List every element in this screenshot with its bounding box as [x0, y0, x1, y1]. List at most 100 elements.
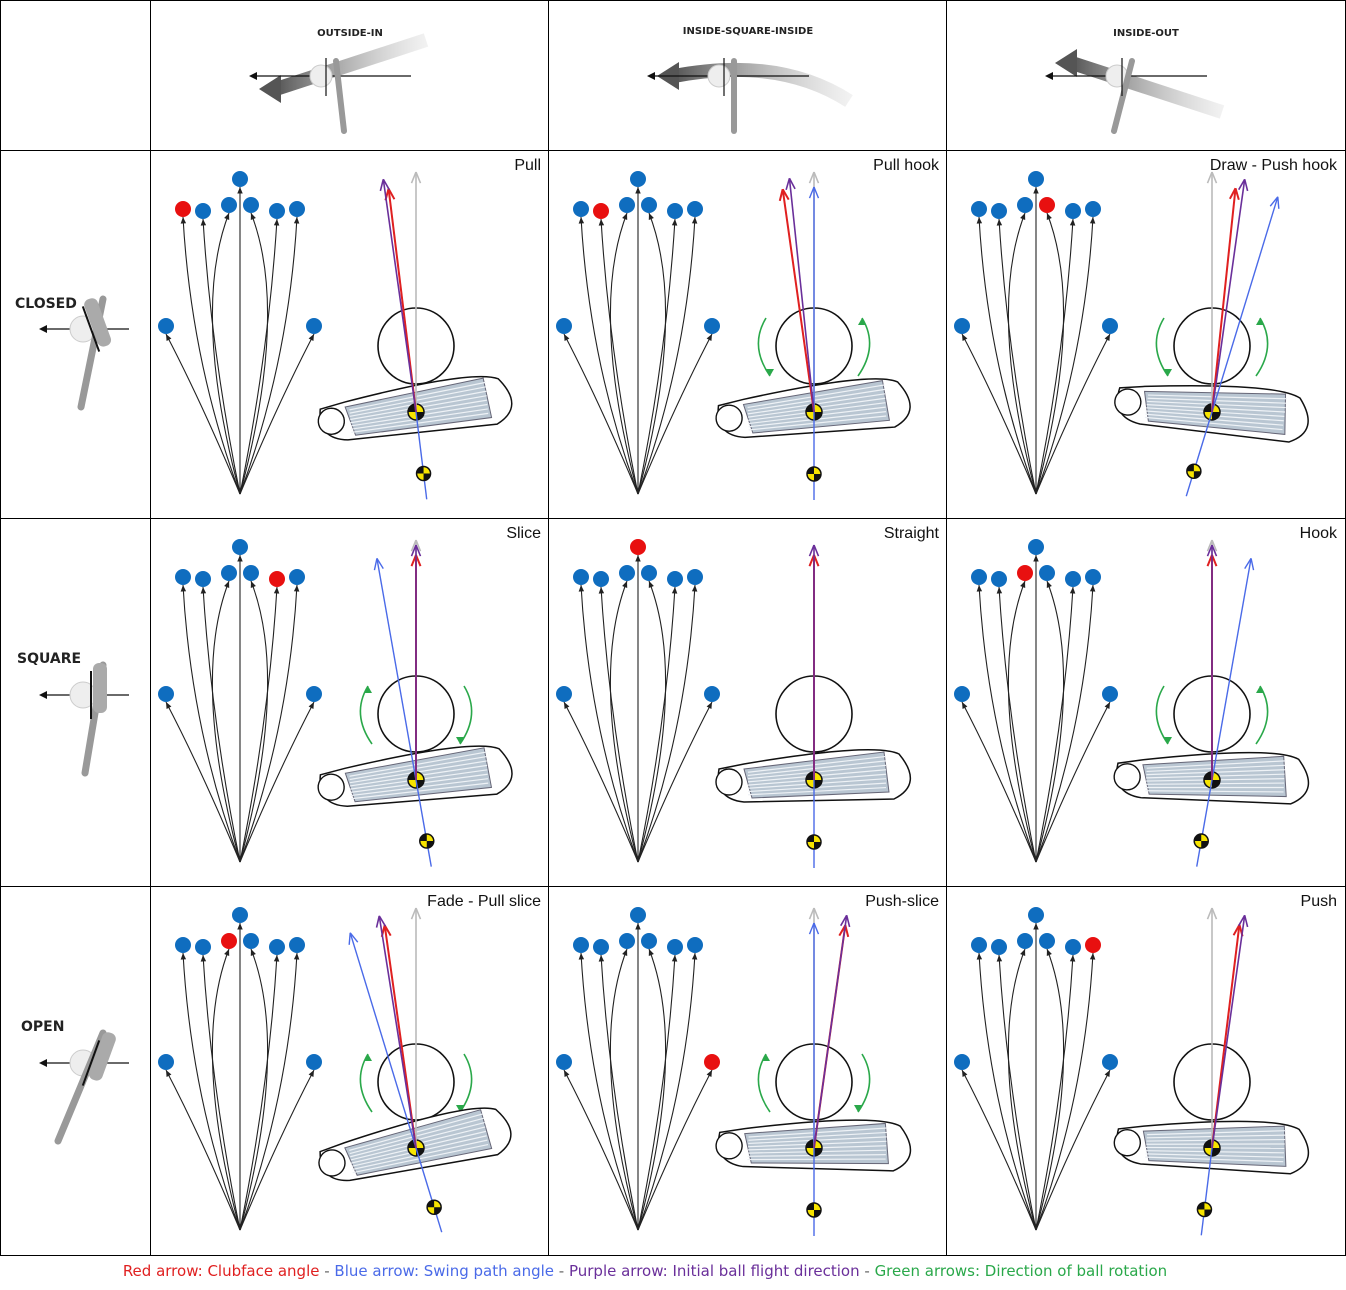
trajectory-arrowhead: [180, 585, 187, 592]
rotation-arrows: [359, 1053, 473, 1113]
trajectory-arrowhead: [250, 949, 256, 956]
trajectory-line: [961, 1069, 1037, 1231]
landing-ball: [991, 939, 1007, 955]
flight-arrow: [1211, 914, 1249, 1149]
landing-ball: [619, 933, 635, 949]
landing-ball: [1085, 569, 1101, 585]
club-hosel: [1113, 763, 1141, 791]
club-groove: [748, 1131, 887, 1141]
trajectory-line: [998, 218, 1037, 495]
face-line: [81, 1040, 101, 1086]
trajectory-arrowhead: [962, 702, 968, 709]
trajectory-arrowhead: [598, 219, 605, 226]
club-hosel: [715, 404, 743, 432]
shot-title: Fade - Pull slice: [427, 893, 541, 910]
trajectory-arrowhead: [691, 953, 698, 960]
landing-ball: [619, 565, 635, 581]
flight-arrow: [379, 178, 417, 413]
trajectory-arrowhead: [635, 187, 641, 194]
trajectory-line: [1035, 1069, 1111, 1231]
swing-path-icon: [249, 33, 429, 134]
landing-ball: [195, 939, 211, 955]
path-tail: [1185, 411, 1213, 497]
landing-ball: [158, 1054, 174, 1070]
landing-ball: [243, 933, 259, 949]
trajectory-line: [1035, 952, 1094, 1231]
shot-title: Push-slice: [865, 893, 939, 910]
trajectory-arrowhead: [976, 953, 983, 960]
trajectory-arrowhead: [237, 555, 243, 562]
rotation-arrow-right: [857, 317, 871, 377]
club-groove: [1145, 1156, 1284, 1163]
swing-path-icon: [1045, 49, 1225, 134]
landing-ball: [1102, 318, 1118, 334]
club-hosel: [1113, 1129, 1142, 1157]
trajectory-arrowhead: [308, 702, 314, 709]
trajectory-arrowhead: [996, 955, 1003, 962]
trajectory-arrowhead: [635, 555, 641, 562]
club-groove: [747, 786, 887, 796]
cell-draw-push-hook: Draw - Push hook: [946, 150, 1346, 520]
legend-rotation: Green arrows: Direction of ball rotation: [874, 1262, 1168, 1280]
trajectory-arrowhead: [1046, 949, 1052, 956]
landing-ball: [667, 203, 683, 219]
path-marker: [1186, 463, 1202, 480]
club-diagram: [318, 907, 512, 1233]
trajectory-arrowhead: [200, 955, 207, 962]
rotation-arrowhead: [1256, 686, 1264, 693]
rotation-arrows: [1155, 685, 1269, 745]
shot-title: Slice: [506, 525, 541, 542]
trajectory-line: [211, 212, 241, 495]
landing-ball: [306, 318, 322, 334]
legend-separator: -: [319, 1262, 335, 1280]
rotation-arrowhead: [364, 686, 372, 693]
trajectory-line: [239, 952, 298, 1231]
trajectory-line: [239, 584, 298, 863]
trajectory-arrowhead: [180, 953, 187, 960]
landing-ball: [1039, 933, 1055, 949]
landing-ball: [971, 569, 987, 585]
club-groove: [1148, 394, 1287, 400]
target-arrowhead: [647, 72, 655, 80]
landing-ball: [954, 318, 970, 334]
path-marker: [806, 834, 822, 850]
target-arrowhead: [1045, 72, 1053, 80]
swing-path-arrow: [1211, 196, 1280, 413]
clubface-arrow: [1211, 187, 1240, 413]
rotation-arrow-left: [757, 1053, 771, 1113]
club-groove: [748, 1127, 888, 1138]
shot-matrix: OUTSIDE-IN INSIDE-SQUARE-INSIDE INSIDE-O…: [0, 0, 1346, 1256]
shot-diagram: [954, 907, 1310, 1236]
trajectory-line: [1007, 948, 1037, 1231]
result-ball: [1085, 937, 1101, 953]
club-groove: [1145, 790, 1284, 793]
trajectory-arrowhead: [564, 1070, 570, 1077]
landing-ball: [243, 197, 259, 213]
club-groove: [352, 1143, 489, 1174]
landing-ball: [195, 203, 211, 219]
trajectory-arrowhead: [224, 949, 230, 956]
clubface-arrow: [778, 188, 815, 413]
landing-ball: [641, 933, 657, 949]
trajectory-line: [637, 218, 676, 495]
path-marker: [419, 833, 435, 849]
header-title: INSIDE-SQUARE-INSIDE: [682, 26, 814, 37]
trajectory-arrowhead: [598, 955, 605, 962]
shot-title: Hook: [1299, 525, 1337, 542]
trajectory-arrowhead: [200, 587, 207, 594]
trajectory-line: [202, 586, 241, 863]
trajectory-arrowhead: [962, 334, 968, 341]
trajectory-arrowhead: [1033, 187, 1039, 194]
trajectory-line: [637, 212, 667, 495]
reference-arrow: [1206, 171, 1218, 412]
trajectory-line: [239, 212, 269, 495]
club-shaft: [333, 58, 347, 134]
landing-ball: [195, 571, 211, 587]
path-tail: [415, 411, 428, 500]
clubface-figure: [39, 1029, 129, 1145]
landing-ball: [954, 686, 970, 702]
trajectory-line: [978, 952, 1037, 1231]
trajectory-line: [637, 333, 713, 495]
club-groove: [349, 751, 487, 777]
landing-ball: [269, 203, 285, 219]
